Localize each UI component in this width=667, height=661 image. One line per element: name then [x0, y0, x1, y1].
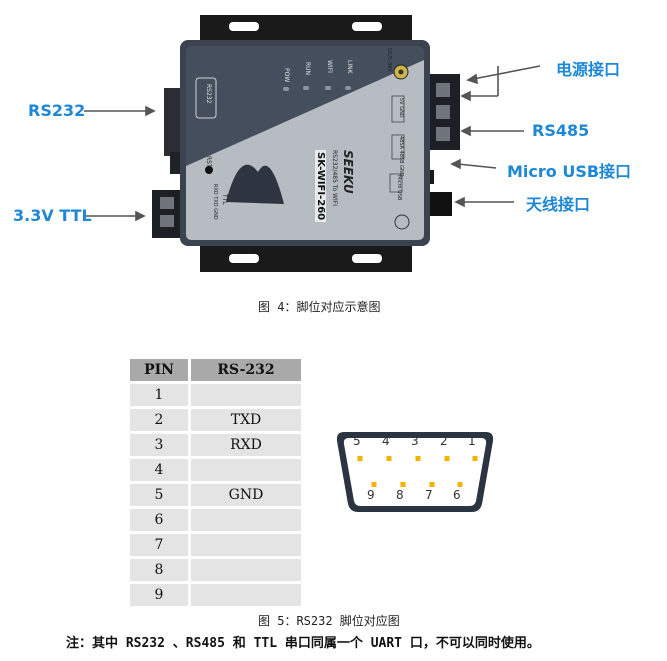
signal-cell: GND	[191, 484, 301, 506]
signal-cell	[191, 509, 301, 531]
rs232-db9-side	[164, 88, 182, 156]
pin-cell: 8	[130, 559, 191, 581]
db9-pin	[371, 482, 377, 487]
pin-cell: 3	[130, 434, 191, 456]
signal-cell	[191, 459, 301, 481]
db9-pin-number: 3	[411, 434, 419, 448]
db9-pin	[386, 456, 392, 461]
pin-cell: 9	[130, 584, 191, 606]
callout-ttl: 3.3V TTL	[13, 206, 92, 225]
ttl-label: TTL	[221, 194, 228, 205]
db9-pin-number: 6	[453, 488, 461, 502]
db9-connector: 5 4 3 2 1 9 8 7 6	[334, 430, 496, 514]
led-link-icon	[345, 86, 351, 90]
callout-power: 电源接口	[556, 60, 621, 79]
led-label-run: RUN	[304, 62, 311, 76]
rs485-terminal-label: 485A 485B GND	[398, 136, 404, 177]
interface-note: 注：其中 RS232 、RS485 和 TTL 串口同属一个 UART 口，不可…	[66, 636, 540, 651]
device-illustration	[84, 15, 541, 272]
db9-pin-number: 7	[425, 488, 433, 502]
db9-pin	[472, 456, 478, 461]
db9-pin-number: 4	[382, 434, 390, 448]
signal-cell	[191, 559, 301, 581]
led-label-link: LINK	[346, 60, 353, 74]
header-rs232: RS-232	[191, 359, 301, 381]
table-row: 1	[130, 384, 301, 406]
db9-pin	[429, 482, 435, 487]
device-subtitle: RS232/485 To WIFI	[331, 150, 338, 206]
figure4-caption: 图 4：脚位对应示意图	[258, 300, 381, 314]
figure5-caption: 图 5：RS232 脚位对应图	[258, 614, 400, 628]
db9-pin	[357, 456, 363, 461]
brand-logo-shape	[226, 164, 284, 204]
db9-pin-number: 5	[353, 434, 361, 448]
pin-cell: 1	[130, 384, 191, 406]
figure-device-diagram: POW RUN WIFI LINK RS232 RST TTL RXD TXD …	[0, 0, 667, 300]
signal-cell: TXD	[191, 409, 301, 431]
signal-cell	[191, 384, 301, 406]
table-row: 9	[130, 584, 301, 606]
signal-cell	[191, 584, 301, 606]
bottom-flange	[200, 244, 412, 272]
device-brand: SEEKU	[341, 150, 355, 194]
db9-pin	[444, 456, 450, 461]
power-terminal-label: 5V GND	[398, 98, 404, 118]
callout-antenna: 天线接口	[526, 195, 591, 214]
led-label-wifi: WIFI	[326, 60, 333, 73]
antenna-connector	[430, 192, 452, 216]
callout-arrows	[84, 65, 541, 222]
table-row: 8	[130, 559, 301, 581]
pin-cell: 2	[130, 409, 191, 431]
pin-cell: 5	[130, 484, 191, 506]
led-pow-icon	[283, 87, 289, 91]
callout-micro-usb: Micro USB接口	[507, 162, 632, 181]
pin-cell: 4	[130, 459, 191, 481]
table-row: 7	[130, 534, 301, 556]
pin-cell: 6	[130, 509, 191, 531]
callout-rs232: RS232	[28, 101, 86, 120]
table-row: 4	[130, 459, 301, 481]
table-row: 6	[130, 509, 301, 531]
pin-cell: 7	[130, 534, 191, 556]
device-model: SK-WIFI-260	[315, 150, 326, 223]
led-wifi-icon	[325, 86, 331, 90]
db9-pin-number: 9	[367, 488, 375, 502]
header-pin: PIN	[130, 359, 191, 381]
port-label-rs232: RS232	[205, 84, 212, 104]
usb-port-label: Micro USB	[396, 175, 402, 201]
table-header-row: PIN RS-232	[130, 359, 301, 381]
db9-pin	[415, 456, 421, 461]
db9-pin-number: 2	[440, 434, 448, 448]
db9-shell	[336, 432, 494, 512]
db9-pin	[457, 482, 463, 487]
led-label-pow: POW	[283, 68, 290, 83]
db9-pin	[400, 482, 406, 487]
db9-pin-number: 8	[396, 488, 404, 502]
callout-rs485: RS485	[532, 121, 590, 140]
led-run-icon	[303, 86, 309, 90]
rst-label: RST	[205, 156, 212, 168]
ttl-pins-label: RXD TXD GND	[212, 184, 218, 220]
top-flange	[200, 15, 412, 42]
signal-cell	[191, 534, 301, 556]
dc-label: DC/5-36V	[386, 48, 392, 72]
signal-cell: RXD	[191, 434, 301, 456]
db9-pin-number: 1	[468, 434, 476, 448]
